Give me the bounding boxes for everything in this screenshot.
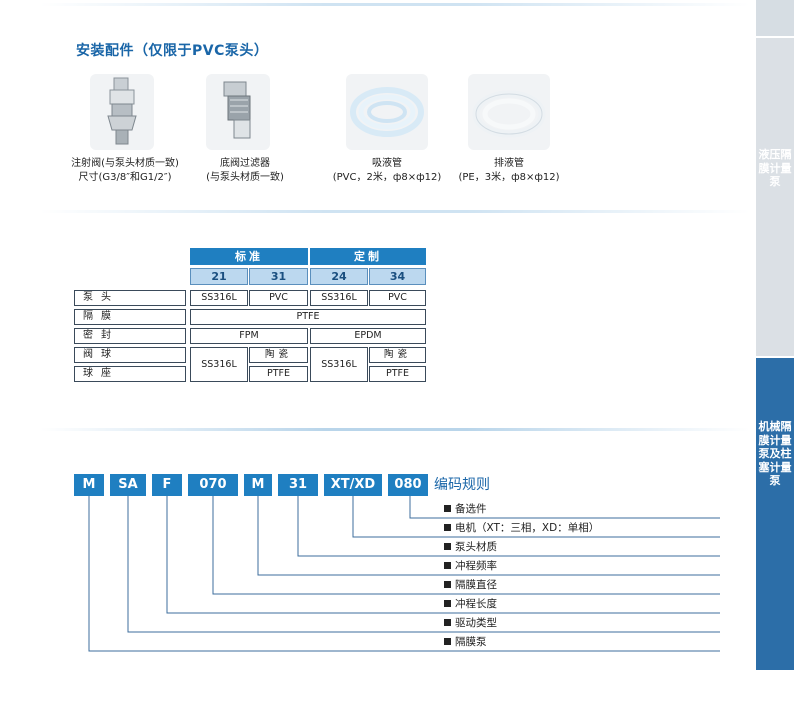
sidebar-tab-hydraulic[interactable] (756, 38, 794, 356)
discharge-tube-icon (468, 74, 550, 150)
bullet-square-icon (444, 600, 451, 607)
legend-label: 冲程长度 (455, 598, 497, 610)
accessory-caption-foot-valve: 底阀过滤器 (与泵头材质一致) (180, 157, 310, 185)
sidebar-tab-mechanical[interactable] (756, 358, 794, 670)
foot-valve-filter-icon (206, 74, 270, 150)
bullet-square-icon (444, 581, 451, 588)
code-block-f: F (152, 474, 182, 496)
accessory-caption-suction-tube: 吸液管 (PVC，2米，ф8×ф12) (320, 157, 454, 185)
cell-seat-34: PTFE (369, 366, 426, 382)
code-block-xt-xd: XT/XD (324, 474, 382, 496)
row-label-pump-head: 泵头 (74, 290, 186, 306)
legend-item: 隔膜泵 (444, 635, 487, 649)
legend-label: 冲程频率 (455, 560, 497, 572)
caption-line-2: (PE，3米，ф8×ф12) (458, 172, 560, 183)
header-standard: 标准 (190, 248, 308, 265)
suction-tube-icon (346, 74, 428, 150)
legend-label: 备选件 (455, 503, 487, 515)
legend-item: 冲程频率 (444, 559, 497, 573)
code-block-31: 31 (278, 474, 318, 496)
cell-diaphragm: PTFE (190, 309, 426, 325)
code-block-sa: SA (110, 474, 146, 496)
bullet-square-icon (444, 543, 451, 550)
lower-divider (40, 428, 750, 431)
legend-item: 隔膜直径 (444, 578, 497, 592)
bullet-square-icon (444, 619, 451, 626)
legend-label: 电机（XT：三相，XD：单相） (455, 522, 600, 534)
bullet-square-icon (444, 524, 451, 531)
legend-item: 泵头材质 (444, 540, 497, 554)
caption-line-2: (PVC，2米，ф8×ф12) (332, 172, 442, 183)
caption-line-2: (与泵头材质一致) (206, 172, 284, 183)
cell-seal-custom: EPDM (310, 328, 426, 344)
caption-line-1: 注射阀(与泵头材质一致) (71, 158, 179, 169)
code-block-m2: M (244, 474, 272, 496)
row-label-valve-ball: 阀球 (74, 347, 186, 363)
sidebar-tab-mechanical-label: 机械隔膜计量泵及柱塞计量泵 (758, 420, 792, 487)
legend-item: 电机（XT：三相，XD：单相） (444, 521, 599, 535)
bullet-square-icon (444, 638, 451, 645)
accessory-caption-injection-valve: 注射阀(与泵头材质一致) 尺寸(G3/8″和G1/2″) (50, 157, 200, 185)
cell-pump-head-21: SS316L (190, 290, 248, 306)
caption-line-1: 排液管 (494, 158, 524, 169)
code-24: 24 (310, 268, 368, 285)
bullet-square-icon (444, 562, 451, 569)
legend-label: 隔膜直径 (455, 579, 497, 591)
middle-divider (40, 210, 750, 213)
caption-line-1: 吸液管 (372, 158, 402, 169)
cell-valve-ball-34: 陶瓷 (369, 347, 426, 363)
row-label-ball-seat: 球座 (74, 366, 186, 382)
coding-title: 编码规则 (434, 477, 490, 493)
legend-label: 泵头材质 (455, 541, 497, 553)
caption-line-1: 底阀过滤器 (220, 158, 270, 169)
code-31: 31 (249, 268, 308, 285)
sidebar-tab-hydraulic-label: 液压隔膜计量泵 (758, 148, 792, 188)
legend-label: 驱动类型 (455, 617, 497, 629)
code-21: 21 (190, 268, 248, 285)
injection-valve-icon (90, 74, 154, 150)
legend-item: 备选件 (444, 502, 487, 516)
accessory-caption-discharge-tube: 排液管 (PE，3米，ф8×ф12) (444, 157, 574, 185)
code-block-080: 080 (388, 474, 428, 496)
bullet-square-icon (444, 505, 451, 512)
cell-pump-head-34: PVC (369, 290, 426, 306)
cell-seal-standard: FPM (190, 328, 308, 344)
code-34: 34 (369, 268, 426, 285)
accessories-title: 安装配件（仅限于PVC泵头） (76, 43, 269, 59)
cell-ball-seat-custom: SS316L (310, 347, 368, 382)
row-label-diaphragm: 隔膜 (74, 309, 186, 325)
cell-valve-ball-31: 陶瓷 (249, 347, 308, 363)
sidebar-top-block (756, 0, 794, 36)
legend-item: 冲程长度 (444, 597, 497, 611)
legend-label: 隔膜泵 (455, 636, 487, 648)
cell-ball-seat-standard: SS316L (190, 347, 248, 382)
cell-pump-head-24: SS316L (310, 290, 368, 306)
cell-seat-31: PTFE (249, 366, 308, 382)
legend-item: 驱动类型 (444, 616, 497, 630)
row-label-seal: 密封 (74, 328, 186, 344)
top-divider (40, 3, 750, 6)
header-custom: 定制 (310, 248, 426, 265)
cell-pump-head-31: PVC (249, 290, 308, 306)
caption-line-2: 尺寸(G3/8″和G1/2″) (78, 172, 172, 183)
code-block-070: 070 (188, 474, 238, 496)
code-block-m: M (74, 474, 104, 496)
